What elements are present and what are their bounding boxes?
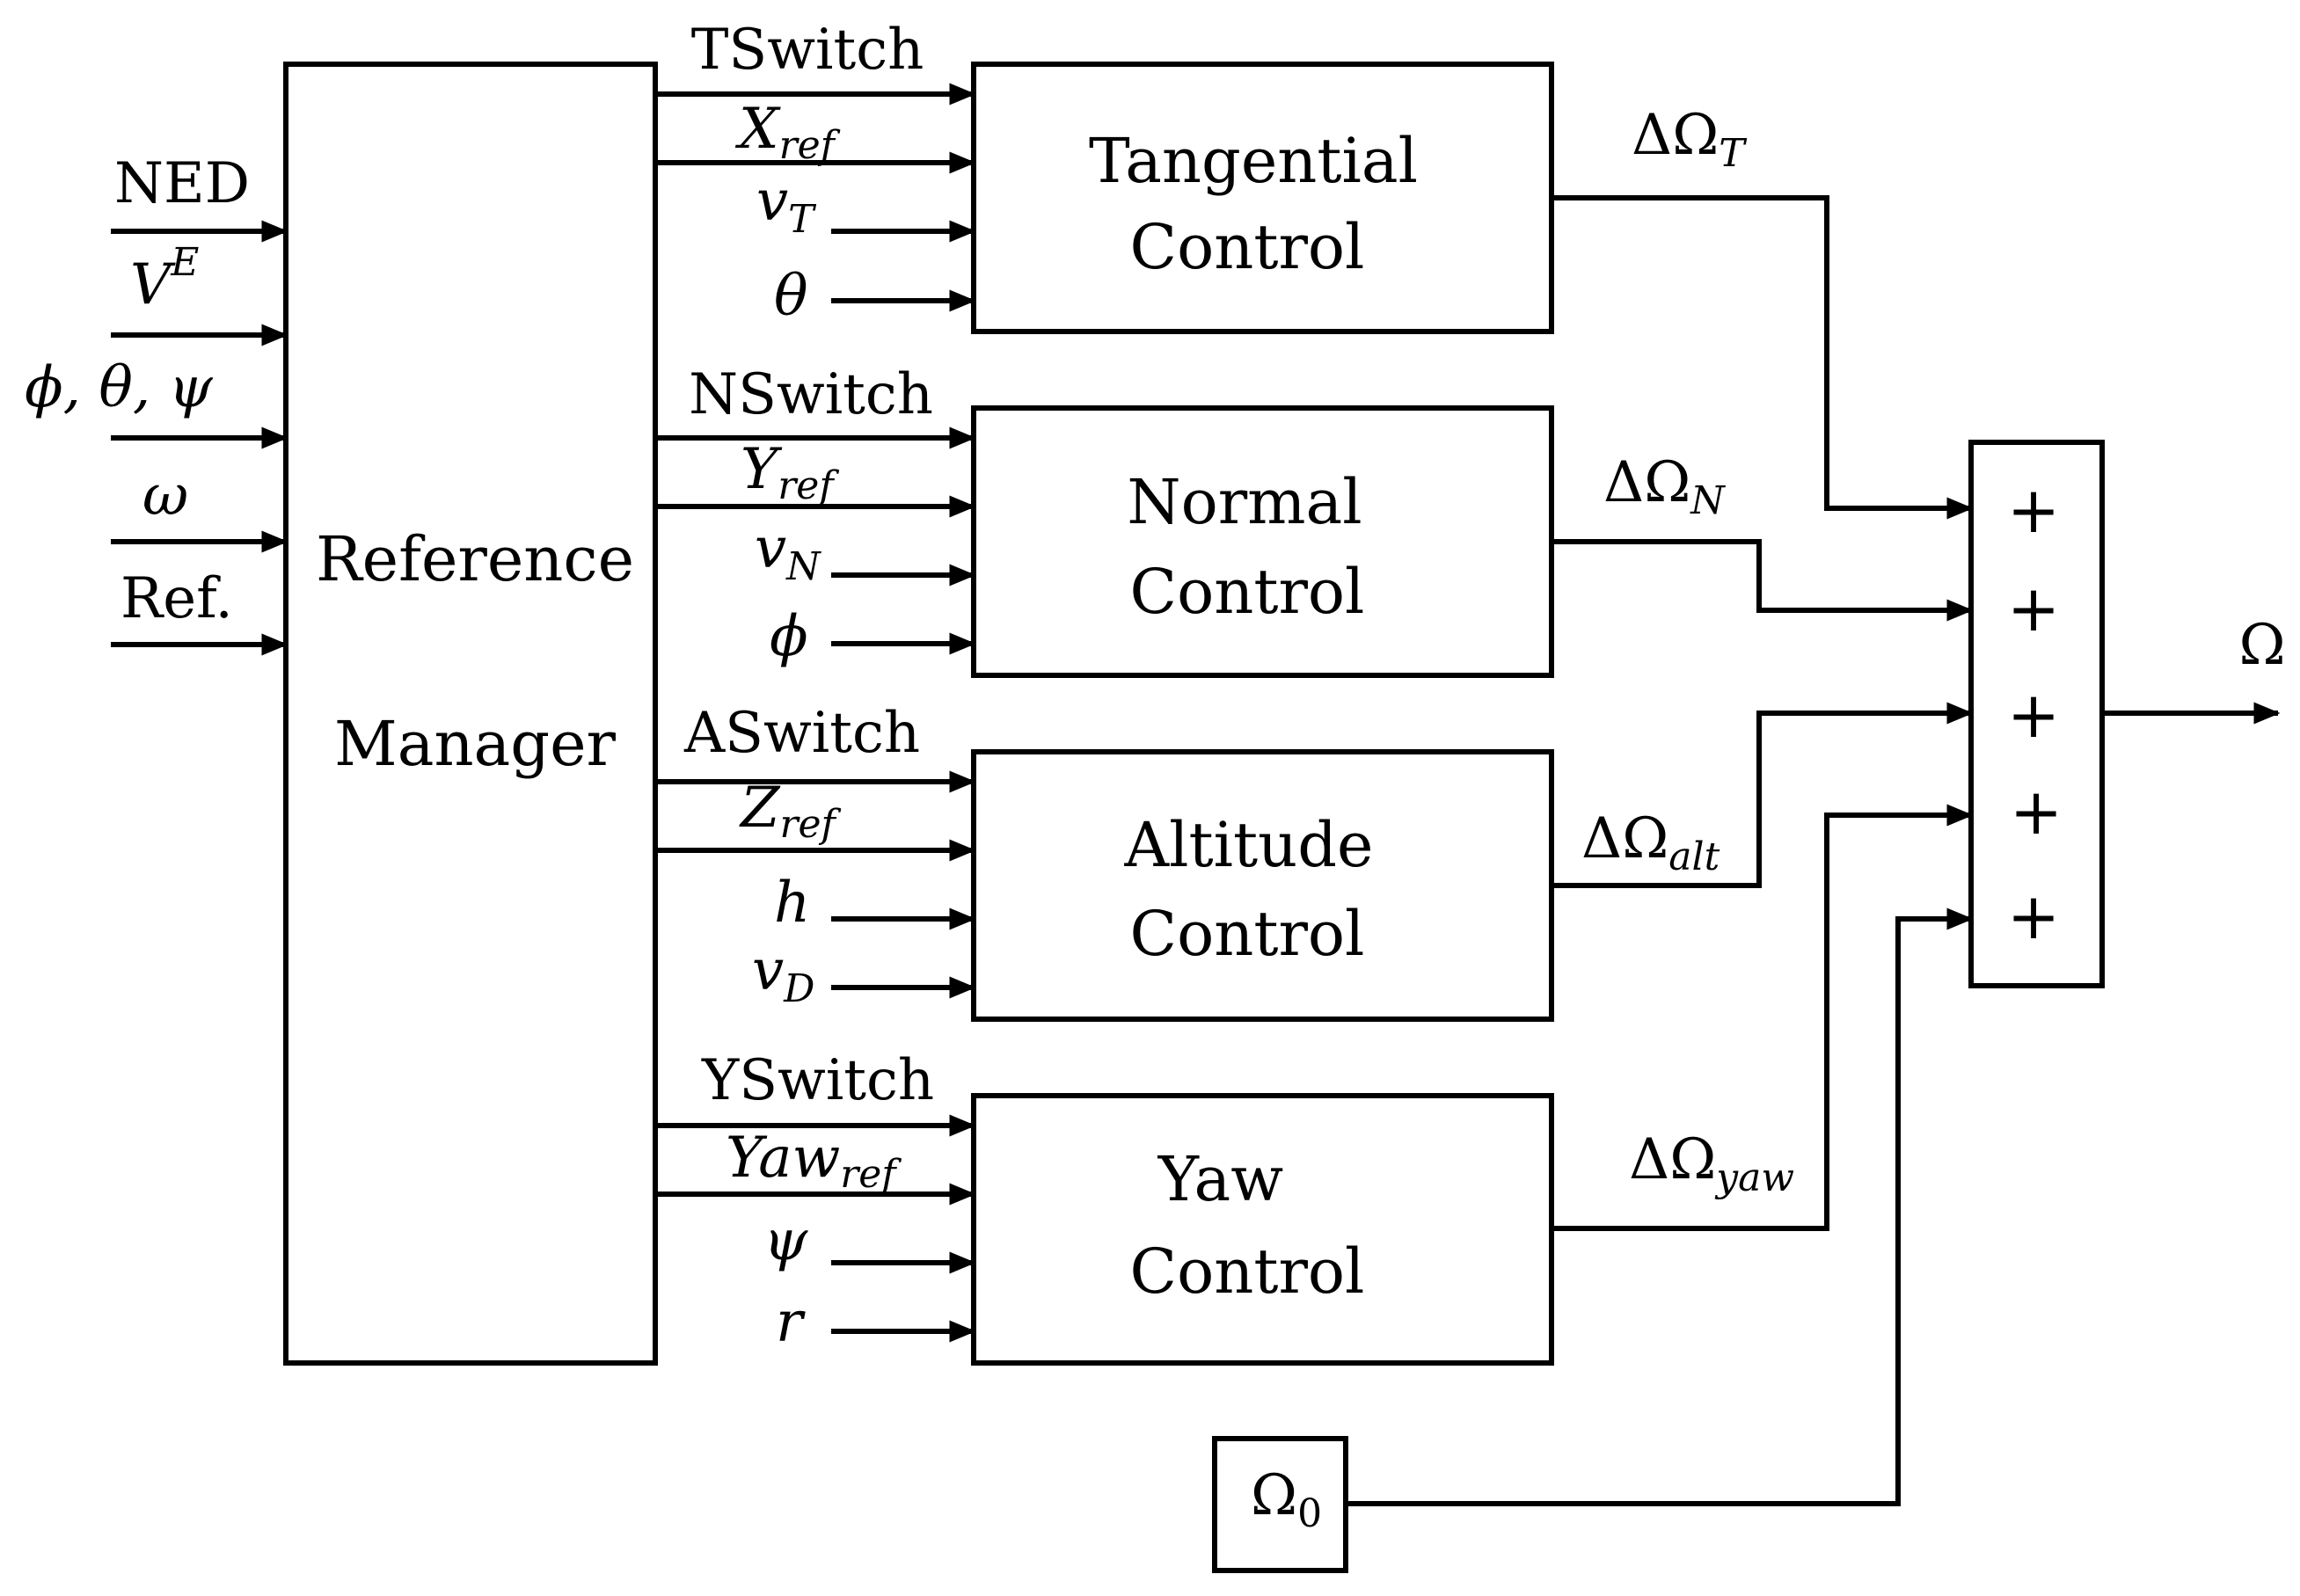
delta-omega-n-label: ΔΩN	[1603, 450, 1726, 523]
nswitch-label: NSwitch	[689, 362, 933, 427]
delta-omega-alt-label: ΔΩalt	[1581, 806, 1720, 879]
omega-output-label: Ω	[2238, 613, 2285, 678]
input-label-ve: VE	[130, 240, 199, 317]
h-label: h	[774, 871, 810, 936]
yaw-control-label-line2: Control	[1130, 1235, 1365, 1308]
aswitch-label: ASwitch	[683, 701, 920, 766]
vn-label: vN	[755, 516, 821, 589]
tangential-control-label-line1: Tangential	[1089, 125, 1418, 197]
r-label: r	[776, 1290, 806, 1355]
theta-label: θ	[774, 264, 808, 329]
yaw-control-label-line1: Yaw	[1157, 1143, 1283, 1215]
vd-label: vD	[752, 938, 814, 1011]
input-label-ref: Ref.	[120, 566, 233, 631]
psi-label: ψ	[763, 1208, 808, 1273]
delta-omega-t-wire	[1552, 195, 1974, 520]
summing-junction-block	[1968, 440, 2105, 988]
reference-manager-label-line2: Manager	[334, 708, 616, 780]
delta-omega-t-label: ΔΩT	[1632, 103, 1748, 176]
normal-control-block	[971, 405, 1554, 678]
delta-omega-n-wire	[1552, 539, 1974, 622]
zref-label: Zref	[739, 776, 842, 847]
altitude-control-label-line2: Control	[1130, 898, 1365, 970]
sum-sign-1: +	[2007, 473, 2060, 547]
xref-label: Xref	[734, 97, 841, 168]
reference-manager-label-line1: Reference	[316, 523, 634, 595]
vt-label: vT	[756, 169, 817, 242]
sum-sign-4: +	[2010, 775, 2063, 849]
tangential-control-label-line2: Control	[1130, 211, 1365, 283]
altitude-control-block	[971, 749, 1554, 1022]
delta-omega-yaw-wire	[1552, 804, 1974, 1231]
normal-control-label-line1: Normal	[1127, 466, 1362, 538]
input-label-angles: ϕ, θ, ψ	[25, 355, 214, 420]
reference-manager-block	[283, 62, 658, 1366]
omega0-label: Ω0	[1251, 1463, 1322, 1536]
sum-sign-5: +	[2007, 879, 2060, 953]
normal-control-label-line2: Control	[1130, 556, 1365, 628]
tswitch-label: TSwitch	[691, 18, 924, 83]
phi-label: ϕ	[770, 604, 808, 669]
input-label-omega: ω	[142, 463, 188, 528]
delta-omega-yaw-label: ΔΩyaw	[1629, 1127, 1794, 1200]
delta-omega-alt-wire	[1552, 702, 1974, 888]
tangential-control-block	[971, 62, 1554, 334]
yaw-control-block	[971, 1093, 1554, 1366]
yswitch-label: YSwitch	[701, 1048, 934, 1113]
yref-label: Yref	[741, 437, 839, 508]
input-label-ned: NED	[114, 151, 250, 216]
omega0-block	[1212, 1436, 1348, 1573]
altitude-control-label-line1: Altitude	[1124, 809, 1374, 881]
sum-sign-3: +	[2007, 678, 2060, 752]
sum-sign-2: +	[2007, 572, 2060, 645]
yawref-label: Yawref	[726, 1126, 902, 1197]
omega0-wire	[1346, 907, 1974, 1506]
